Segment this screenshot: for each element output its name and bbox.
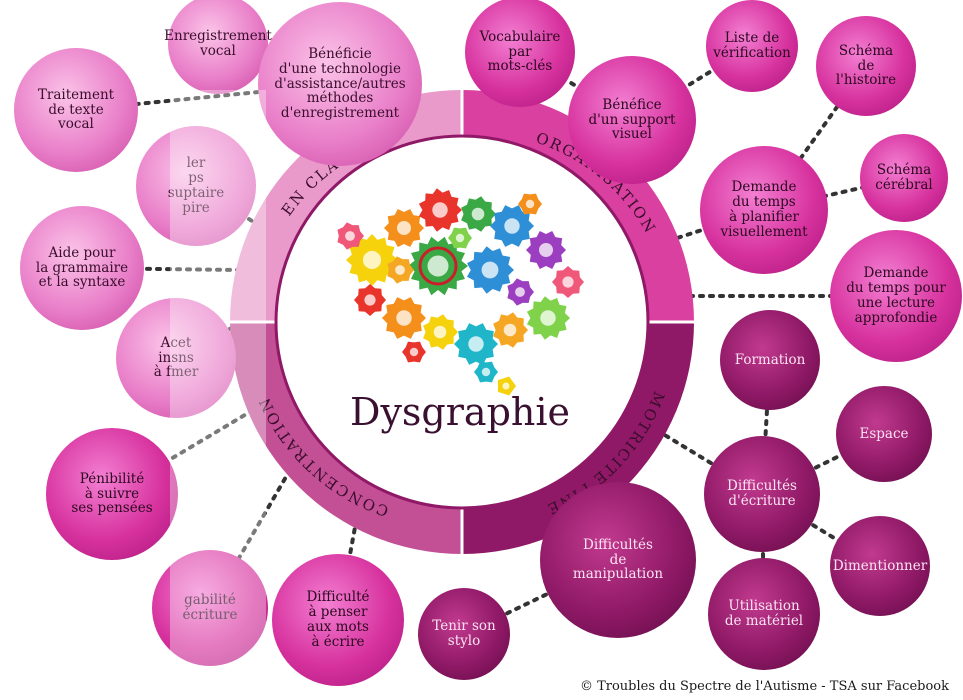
node-support-visuel: Bénéfice d'un support visuel xyxy=(568,56,696,184)
node-label: Difficulté à penser aux mots à écrire xyxy=(306,589,370,650)
node-lisibilite: gabilité écriture xyxy=(152,550,268,666)
node-label: Acet insns à fmer xyxy=(153,334,199,381)
node-consignes: Acet insns à fmer xyxy=(116,298,236,418)
node-label: Bénéficie d'une technologie d'assistance… xyxy=(274,45,406,122)
node-label: Vocabulaire par mots-clés xyxy=(479,28,561,75)
node-label: Utilisation de matériel xyxy=(724,598,804,629)
node-enregistrement-vocal: Enregistrement vocal xyxy=(164,0,272,94)
node-label: ler ps suptaire pire xyxy=(167,155,225,216)
node-liste-verification: Liste de vérification xyxy=(706,0,798,92)
node-label: Espace xyxy=(859,425,909,442)
node-label: Aide pour la grammaire et la syntaxe xyxy=(35,244,129,291)
node-label: Difficultés d'écriture xyxy=(727,478,797,509)
node-penibilite: Pénibilité à suivre ses pensées xyxy=(46,428,178,560)
node-label: Bénéfice d'un support visuel xyxy=(588,96,676,143)
node-label: gabilité écriture xyxy=(182,592,238,623)
node-vocabulaire: Vocabulaire par mots-clés xyxy=(465,0,575,107)
node-label: Demande du temps à planifier visuellemen… xyxy=(720,179,808,240)
node-formation: Formation xyxy=(720,310,820,410)
node-temps-supplementaire: ler ps suptaire pire xyxy=(136,126,256,246)
node-label: Enregistrement vocal xyxy=(164,28,272,59)
node-label: Formation xyxy=(734,351,806,368)
node-temps-planifier: Demande du temps à planifier visuellemen… xyxy=(700,146,828,274)
node-traitement-texte: Traitement de texte vocal xyxy=(14,48,138,172)
node-tenir-stylo: Tenir son stylo xyxy=(418,588,510,680)
node-utilisation-materiel: Utilisation de matériel xyxy=(708,558,820,670)
node-label: Schéma de l'histoire xyxy=(835,42,897,89)
node-label: Difficultés de manipulation xyxy=(572,536,664,583)
node-label: Tenir son stylo xyxy=(432,618,496,649)
node-schema-histoire: Schéma de l'histoire xyxy=(816,16,916,116)
center-disc xyxy=(274,134,650,510)
node-label: Schéma cérébral xyxy=(875,162,933,193)
node-label: Liste de vérification xyxy=(713,30,791,61)
node-label: Pénibilité à suivre ses pensées xyxy=(71,470,153,517)
node-label: Dimentionner xyxy=(832,557,928,574)
node-dimentionner: Dimentionner xyxy=(830,516,930,616)
node-difficultes-manipulation: Difficultés de manipulation xyxy=(540,482,696,638)
node-temps-lecture: Demande du temps pour une lecture approf… xyxy=(830,230,962,362)
ring-sector-concentration xyxy=(230,322,462,554)
node-difficultes-ecriture: Difficultés d'écriture xyxy=(704,436,820,552)
node-label: Demande du temps pour une lecture approf… xyxy=(846,265,946,326)
node-espace: Espace xyxy=(836,386,932,482)
node-aide-grammaire: Aide pour la grammaire et la syntaxe xyxy=(20,206,144,330)
node-label: Traitement de texte vocal xyxy=(37,86,115,133)
node-difficulte-penser: Difficulté à penser aux mots à écrire xyxy=(272,554,404,686)
node-schema-cerebral: Schéma cérébral xyxy=(860,134,948,222)
copyright-text: © Troubles du Spectre de l'Autisme - TSA… xyxy=(579,679,949,694)
center-title: Dysgraphie xyxy=(349,390,571,434)
node-technologie-assistance: Bénéficie d'une technologie d'assistance… xyxy=(258,2,422,166)
